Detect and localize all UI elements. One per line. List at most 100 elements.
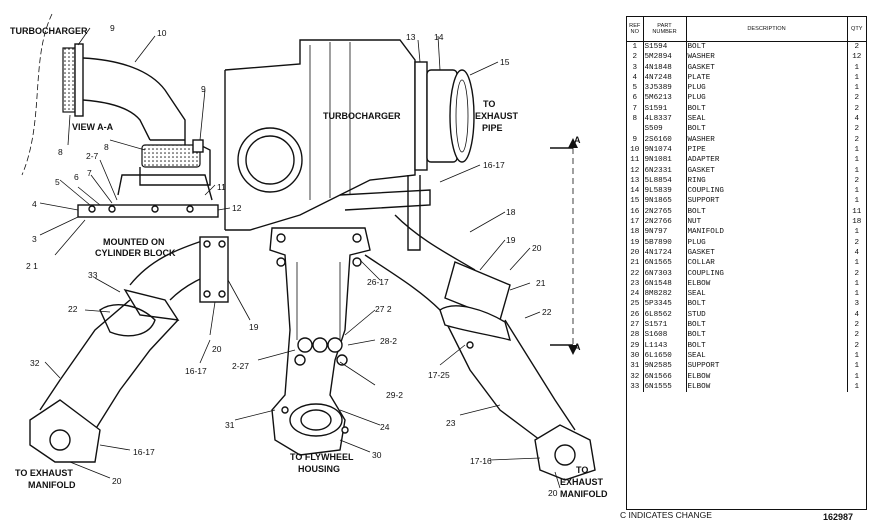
- qty-cell: 1: [854, 73, 860, 82]
- callout: 23: [446, 418, 456, 428]
- ref-no-cell: 13: [627, 175, 644, 187]
- callout: 15: [500, 57, 510, 67]
- part-number-cell: S1594: [643, 41, 687, 53]
- part-number-cell: S1591: [643, 103, 687, 115]
- part-number-cell: S1571: [643, 320, 687, 331]
- qty-cell: 12: [852, 53, 862, 62]
- callout: 6: [74, 172, 79, 182]
- ref-no-cell: 16: [627, 206, 644, 218]
- qty-cell: 2: [854, 176, 860, 185]
- qty-cell: 1: [854, 279, 860, 288]
- ref-no-cell: 7: [627, 103, 644, 115]
- qty-cell: 4: [854, 310, 860, 319]
- description-cell: COUPLING: [686, 186, 848, 197]
- qty-cell: 11: [852, 207, 862, 216]
- description-cell: ADAPTER: [686, 155, 848, 166]
- callout: 9: [201, 84, 206, 94]
- description-cell: ELBOW: [686, 381, 848, 393]
- ref-no-cell: 1: [627, 41, 644, 53]
- ref-no-cell: 15: [627, 196, 644, 207]
- qty-cell: 1: [854, 382, 860, 391]
- callout: 17-16: [470, 456, 492, 466]
- callout: 14: [434, 32, 444, 42]
- exhaust-coupling: [407, 61, 475, 251]
- description-cell: COUPLING: [686, 268, 848, 279]
- ref-no-cell: 3: [627, 62, 644, 73]
- callout: 19: [506, 235, 516, 245]
- callout: 7: [87, 168, 92, 178]
- qty-cell: 1: [854, 187, 860, 196]
- ref-no-cell: 5: [627, 83, 644, 94]
- description-cell: RING: [686, 175, 848, 187]
- ref-no-cell: 31C: [627, 361, 644, 372]
- description-cell: SEAL: [686, 289, 848, 300]
- qty-cell: 2: [854, 94, 860, 103]
- ref-no-cell: 21: [627, 258, 644, 269]
- exhaust-manifold-left-label-2: MANIFOLD: [28, 480, 76, 490]
- callout: 31: [225, 420, 235, 430]
- description-cell: BOLT: [686, 103, 848, 115]
- qty-cell: 2: [854, 269, 860, 278]
- left-exhaust-pipe: [29, 236, 229, 463]
- description-cell: BOLT: [686, 330, 848, 341]
- part-number-cell: 4N1724: [643, 247, 687, 259]
- callout: 22: [542, 307, 552, 317]
- description-cell: SEAL: [686, 114, 848, 125]
- qty-cell: 18: [852, 218, 862, 227]
- part-number-cell: 6N1548: [643, 278, 687, 290]
- qty-cell: 2: [854, 341, 860, 350]
- callout: 2-27: [232, 361, 249, 371]
- qty-cell: 2: [854, 321, 860, 330]
- description-header: DESCRIPTION: [686, 17, 848, 42]
- part-number-cell: 9L5839: [643, 186, 687, 197]
- part-number-cell: 9N1865: [643, 196, 687, 207]
- callout: 33: [88, 270, 98, 280]
- description-cell: STUD: [686, 309, 848, 321]
- part-number-cell: 9N797: [643, 227, 687, 238]
- qty-cell: 1: [854, 84, 860, 93]
- turbocharger-label-left: TURBOCHARGER: [10, 26, 88, 36]
- change-footnote: C INDICATES CHANGE: [620, 510, 712, 520]
- callout: 3: [32, 234, 37, 244]
- qty-cell: 2: [854, 43, 860, 51]
- part-number-cell: 9N2585: [643, 361, 687, 372]
- qty-cell: 1: [854, 259, 860, 268]
- part-number-cell: 6N7303: [643, 268, 687, 279]
- qty-cell: 2: [854, 104, 860, 113]
- description-cell: COLLAR: [686, 258, 848, 269]
- callout: 10: [157, 28, 167, 38]
- part-number-cell: 5M6213: [643, 93, 687, 104]
- exhaust-manifold-right-label-3: MANIFOLD: [560, 489, 608, 499]
- qty-cell: 2: [854, 135, 860, 144]
- ref-no-cell: 6: [627, 93, 644, 104]
- qty-cell: 4: [854, 115, 860, 124]
- ref-no-cell: 25: [627, 299, 644, 310]
- ref-no-cell: 22: [627, 268, 644, 279]
- description-cell: GASKET: [686, 247, 848, 259]
- callout: 24: [380, 422, 390, 432]
- right-exhaust-pipe: [364, 214, 596, 481]
- break-line: [21, 13, 53, 176]
- flywheel-label-2: HOUSING: [298, 464, 340, 474]
- qty-cell: 1: [854, 197, 860, 206]
- qty-cell: 1: [854, 228, 860, 237]
- description-cell: BOLT: [686, 206, 848, 218]
- part-number-cell: 5L8854: [643, 175, 687, 187]
- table-row: 24C8M8282SEAL1: [627, 289, 866, 300]
